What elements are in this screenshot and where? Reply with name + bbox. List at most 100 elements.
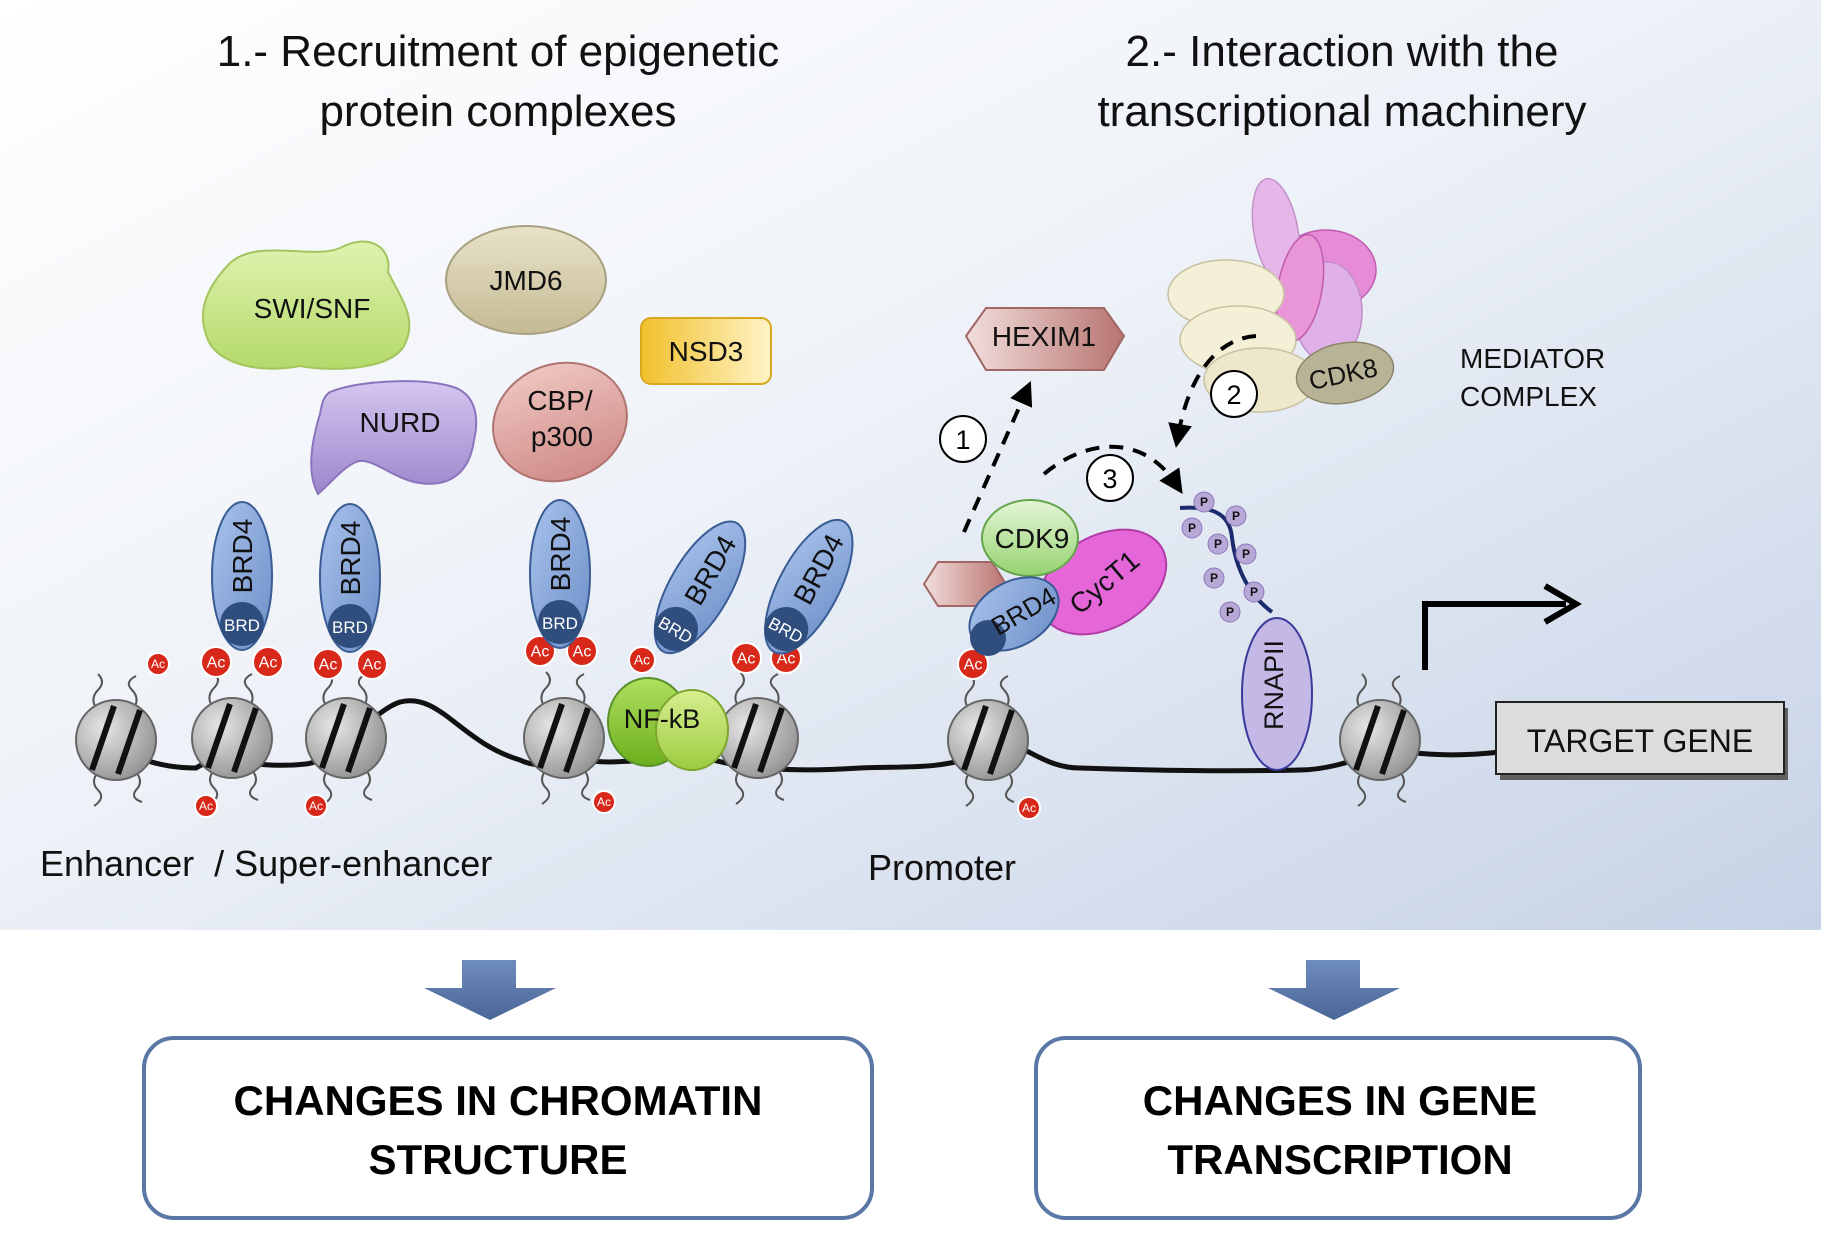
phosphate-label: P [1232, 509, 1240, 523]
jmd6-complex: JMD6 [445, 225, 607, 335]
phosphate-label: P [1250, 585, 1258, 599]
acetyl-label: Ac [199, 799, 213, 813]
dashed-arrow-1 [962, 381, 1033, 533]
acetyl-mark: Ac [957, 648, 989, 680]
brd-domain-label: BRD [332, 618, 368, 637]
brd-domain-label: BRD [542, 614, 578, 633]
cbp-label-line1: CBP/ [527, 385, 593, 416]
phosphate-group: P [1203, 567, 1225, 589]
dna-strand [86, 698, 1501, 774]
promoter-brd4: BRD4 [968, 576, 1061, 656]
phosphate-group: P [1193, 491, 1215, 513]
acetyl-label: Ac [737, 650, 756, 667]
acetyl-label: Ac [531, 643, 550, 660]
acetyl-mark: Ac [146, 652, 170, 676]
acetyl-label: Ac [573, 643, 592, 660]
acetyl-mark: Ac [252, 646, 284, 678]
acetyl-label: Ac [319, 656, 338, 673]
acetyl-mark: Ac [200, 646, 232, 678]
nucleosome [1339, 673, 1421, 807]
step-1-label: 1 [955, 425, 970, 455]
nf-kb-complex: NF-kB [607, 677, 729, 771]
acetyl-label: Ac [634, 652, 650, 668]
swi-snf-complex: SWI/SNF [201, 240, 411, 370]
transcription-outcome-line2: TRANSCRIPTION [1167, 1136, 1512, 1183]
step-3-label: 3 [1102, 464, 1117, 494]
nucleosome [947, 673, 1029, 807]
acetyl-label: Ac [964, 656, 983, 673]
brd4-label: BRD4 [227, 519, 258, 594]
acetyl-mark: Ac [524, 635, 556, 667]
left-title-line2: protein complexes [319, 87, 676, 136]
rnapii-label: RNAPII [1259, 640, 1289, 730]
brd4-label: BRD4 [545, 517, 576, 592]
swi-snf-label: SWI/SNF [254, 293, 371, 324]
acetyl-label: Ac [151, 657, 165, 671]
acetyl-mark: Ac [312, 648, 344, 680]
phosphate-group: P [1235, 543, 1257, 565]
cbp-label-line2: p300 [531, 421, 593, 452]
phosphate-group: P [1243, 581, 1265, 603]
cdk9-protein: CDK9 [981, 499, 1079, 577]
promoter-label: Promoter [868, 847, 1016, 888]
acetyl-mark: Ac [592, 790, 616, 814]
nf-kb-label: NF-kB [624, 704, 701, 734]
acetyl-label: Ac [777, 650, 796, 667]
brd4-label: BRD4 [335, 521, 366, 596]
nucleosome [75, 673, 157, 807]
mediator-complex: CDK8 [1167, 177, 1395, 413]
acetyl-mark: Ac [304, 794, 328, 818]
phosphate-label: P [1188, 521, 1196, 535]
mediator-label-line2: COMPLEX [1460, 381, 1597, 412]
nucleosome [717, 671, 799, 805]
phosphate-group: P [1219, 601, 1241, 623]
enhancer-label: Enhancer / Super-enhancer [40, 843, 492, 884]
right-title-line2: transcriptional machinery [1097, 87, 1586, 136]
transcription-start-arrow [1422, 601, 1566, 670]
cdk9-label: CDK9 [995, 523, 1070, 554]
transcription-arrowhead [1543, 583, 1582, 625]
cdk8-protein: CDK8 [1295, 341, 1395, 405]
step-1-circle: 1 [939, 415, 987, 463]
nucleosome [191, 671, 273, 805]
acetyl-mark: Ac [1017, 796, 1041, 820]
rnapii-protein: RNAPII [1241, 617, 1313, 771]
nucleosome [523, 671, 605, 805]
brd-domain-label: BRD [224, 616, 260, 635]
transcription-outcome-line1: CHANGES IN GENE [1143, 1077, 1537, 1124]
acetyl-label: Ac [363, 656, 382, 673]
phosphate-label: P [1226, 605, 1234, 619]
step-3-circle: 3 [1086, 454, 1134, 502]
hexim1-protein: HEXIM1 [964, 307, 1126, 371]
acetyl-mark: Ac [628, 646, 656, 674]
target-gene-box: TARGET GENE [1495, 701, 1788, 780]
chromatin-outcome-box: CHANGES IN CHROMATIN STRUCTURE [142, 1036, 874, 1220]
target-gene-label: TARGET GENE [1527, 723, 1753, 759]
phosphate-label: P [1214, 537, 1222, 551]
acetyl-mark: Ac [356, 648, 388, 680]
phosphate-group: P [1225, 505, 1247, 527]
right-outcome-arrow [1263, 955, 1405, 1025]
hexim1-label: HEXIM1 [992, 321, 1096, 352]
right-title-line1: 2.- Interaction with the [1126, 27, 1559, 76]
chromatin-outcome-line2: STRUCTURE [369, 1136, 628, 1183]
mediator-label-line1: MEDIATOR [1460, 343, 1605, 374]
acetyl-label: Ac [1022, 801, 1036, 815]
chromatin-outcome-line1: CHANGES IN CHROMATIN [234, 1077, 763, 1124]
phosphate-label: P [1242, 547, 1250, 561]
dashed-arrow-3 [1042, 444, 1183, 494]
phosphate-label: P [1210, 571, 1218, 585]
jmd6-label: JMD6 [489, 265, 562, 296]
acetyl-label: Ac [207, 654, 226, 671]
acetyl-mark: Ac [730, 642, 762, 674]
acetyl-mark: Ac [566, 635, 598, 667]
acetyl-label: Ac [309, 799, 323, 813]
acetyl-mark: Ac [194, 794, 218, 818]
left-title-line1: 1.- Recruitment of epigenetic [217, 27, 780, 76]
nucleosome [305, 671, 387, 805]
